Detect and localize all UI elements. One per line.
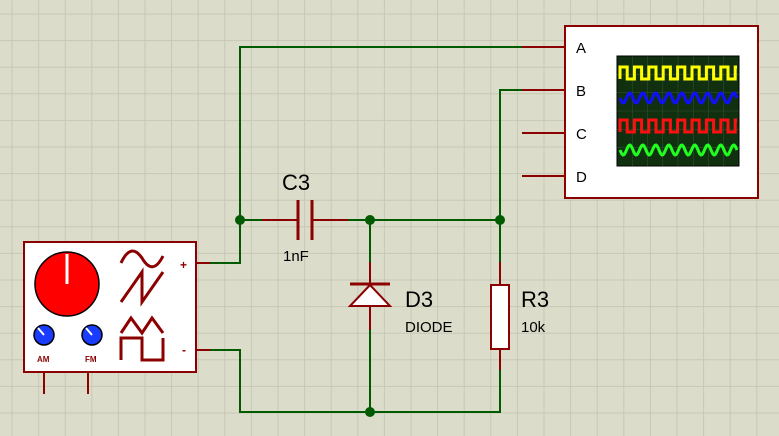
wires (210, 46, 522, 413)
capacitor-ref-label: C3 (282, 170, 310, 195)
capacitor-value-label: 1nF (283, 248, 309, 265)
scope-traces (618, 65, 739, 157)
scope-channel-b-label: B (576, 83, 586, 100)
wire-node-to-scope-b[interactable] (499, 89, 522, 220)
sine-wave-icon (119, 249, 165, 269)
gen-plus-label: + (180, 258, 187, 272)
junction-dot (495, 215, 505, 225)
scope-channel-a-label: A (576, 40, 586, 57)
am-label: AM (37, 355, 50, 364)
scope-channel-d-label: D (576, 169, 587, 186)
trace-channel-c (618, 118, 737, 134)
diode-d3[interactable] (347, 262, 393, 330)
gen-minus-label: - (182, 343, 186, 357)
square-wave-icon (119, 336, 165, 362)
junction-dot (235, 215, 245, 225)
resistor-r3[interactable] (490, 262, 510, 370)
diode-ref-label: D3 (405, 287, 433, 312)
junction-dot (365, 407, 375, 417)
trace-channel-d (618, 143, 739, 157)
sawtooth-wave-icon (119, 267, 165, 307)
scope-channel-c-label: C (576, 126, 587, 143)
capacitor-c3[interactable] (262, 200, 348, 240)
oscilloscope[interactable] (522, 25, 759, 199)
resistor-value-label: 10k (521, 319, 546, 336)
trace-channel-a (618, 65, 737, 81)
trace-channel-b (618, 91, 739, 105)
triangle-wave-icon (119, 315, 165, 336)
wire-gen-plus-to-scope-a[interactable] (210, 46, 522, 264)
signal-generator[interactable] (23, 241, 210, 394)
fm-label: FM (85, 355, 97, 364)
resistor-ref-label: R3 (521, 287, 549, 312)
wire-gen-minus-to-ground[interactable] (210, 349, 501, 413)
diode-value-label: DIODE (405, 319, 453, 336)
junctions (235, 215, 505, 417)
junction-dot (365, 215, 375, 225)
